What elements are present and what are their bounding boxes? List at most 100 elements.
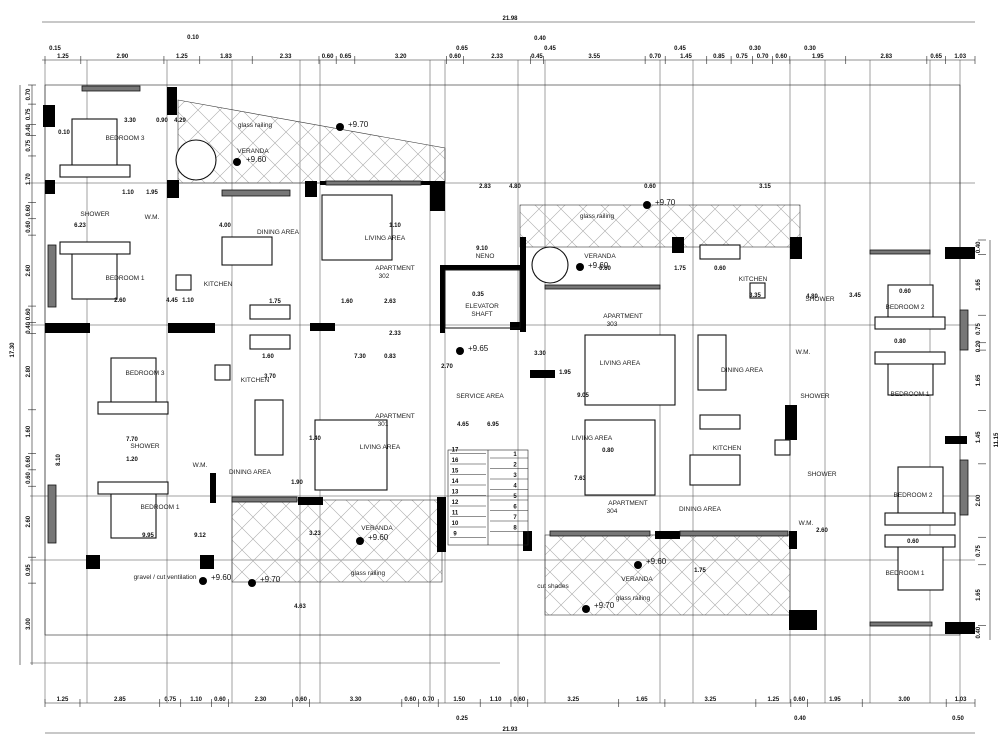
room-label: SHOWER [130, 443, 160, 450]
room-label: ELEVATOR [465, 303, 499, 310]
dim-label: 9.95 [142, 533, 154, 539]
dim-label: 0.75 [26, 139, 32, 151]
dim-label: 0.60 [295, 697, 307, 703]
overall-bottom-dimension: 21.93 [502, 727, 518, 733]
dim-label: 1.40 [309, 436, 321, 442]
dim-label: 3.23 [309, 531, 321, 537]
dim-offset: 0.30 [749, 46, 761, 52]
stair-number: 17 [452, 448, 459, 454]
dim-label: 1.95 [812, 54, 824, 60]
dim-offset: 0.10 [187, 35, 199, 41]
dim-label: 1.45 [680, 54, 692, 60]
dim-label: 1.25 [768, 697, 780, 703]
dim-offset: 0.30 [804, 46, 816, 52]
dim-label: 0.60 [599, 266, 611, 272]
verandas [177, 99, 801, 616]
dim-label: 0.20 [976, 340, 982, 352]
dim-label: 1.60 [341, 299, 353, 305]
stair-number: 5 [513, 494, 517, 500]
dim-label: 1.10 [190, 697, 202, 703]
dim-label: 0.85 [713, 54, 725, 60]
room-label: NENO [476, 253, 495, 260]
room-label: SHOWER [807, 471, 837, 478]
dim-label: 0.80 [602, 448, 614, 454]
room-label: 302 [379, 273, 390, 280]
dim-label: 0.80 [894, 339, 906, 345]
dim-label: 3.30 [124, 118, 136, 124]
dim-label: 4.29 [174, 118, 186, 124]
dim-label: 1.50 [453, 697, 465, 703]
dim-label: 0.60 [907, 539, 919, 545]
room-label: LIVING AREA [360, 444, 401, 451]
dim-label: 6.95 [487, 422, 499, 428]
dim-label: 9.12 [194, 533, 206, 539]
dim-label: 1.10 [389, 223, 401, 229]
room-label: BEDROOM 1 [105, 275, 144, 282]
dim-label: 0.45 [531, 54, 543, 60]
dim-label: 2.83 [479, 184, 491, 190]
dim-label: 4.00 [219, 223, 231, 229]
dim-label: 1.75 [269, 299, 281, 305]
level-label: +9.70 [594, 601, 615, 610]
room-label: APARTMENT [608, 500, 648, 507]
stair-number: 3 [513, 473, 517, 479]
dim-offset: 0.45 [544, 46, 556, 52]
room-label: glass railing [351, 570, 386, 577]
dim-label: 1.25 [57, 54, 69, 60]
dim-label: 0.60 [644, 184, 656, 190]
dim-label: 2.33 [389, 331, 401, 337]
room-label: DINING AREA [229, 469, 272, 476]
dim-label: 2.60 [816, 528, 828, 534]
dim-label: 3.30 [350, 697, 362, 703]
dim-label: 0.75 [976, 545, 982, 557]
level-label: +9.60 [246, 155, 267, 164]
dim-label: 0.70 [423, 697, 435, 703]
walls [43, 84, 975, 636]
dim-label: 3.45 [849, 293, 861, 299]
level-markers: +9.70 +9.60 +9.70 +9.60 +9.65 +9.60 +9.6… [199, 120, 676, 613]
room-label: BEDROOM 3 [125, 370, 164, 377]
stair-number: 8 [513, 526, 517, 532]
room-label: 304 [607, 508, 618, 515]
dim-label: 1.10 [122, 190, 134, 196]
dim-label: 3.25 [705, 697, 717, 703]
dim-label: 0.60 [214, 697, 226, 703]
dim-label: 0.75 [976, 322, 982, 334]
dim-label: 0.65 [930, 54, 942, 60]
dim-label: 3.00 [898, 697, 910, 703]
dim-label: 2.60 [114, 298, 126, 304]
room-label: SHOWER [805, 296, 835, 303]
dim-label: 1.45 [976, 431, 982, 443]
stair-number: 4 [513, 484, 517, 490]
construction-lines [30, 60, 975, 703]
dim-label: 1.65 [976, 374, 982, 386]
dim-label: 2.00 [976, 494, 982, 506]
room-label: glass railing [580, 213, 615, 220]
stair-number: 6 [513, 505, 517, 511]
room-label: BEDROOM 2 [893, 492, 932, 499]
dim-label: 0.60 [714, 266, 726, 272]
dim-label: 4.80 [509, 184, 521, 190]
dim-label: 6.23 [74, 223, 86, 229]
dim-offset: 0.40 [534, 36, 546, 42]
dim-label: 1.95 [559, 370, 571, 376]
dim-label: 0.40 [976, 626, 982, 638]
room-label: SHOWER [80, 211, 110, 218]
dim-label: 2.85 [114, 697, 126, 703]
dim-offset: 0.65 [456, 46, 468, 52]
dim-label: 4.63 [294, 604, 306, 610]
room-label: W.M. [796, 349, 811, 356]
dim-label: 0.60 [899, 289, 911, 295]
level-label: +9.60 [646, 557, 667, 566]
stair-number: 7 [513, 515, 517, 521]
dim-label: 0.75 [164, 697, 176, 703]
room-label: KITCHEN [204, 281, 233, 288]
dim-offset: 0.45 [674, 46, 686, 52]
dim-offset: 0.50 [952, 716, 964, 722]
dim-label: 0.60 [449, 54, 461, 60]
dim-label: 3.35 [749, 293, 761, 299]
dim-label: 0.83 [384, 354, 396, 360]
dim-label: 0.75 [26, 108, 32, 120]
